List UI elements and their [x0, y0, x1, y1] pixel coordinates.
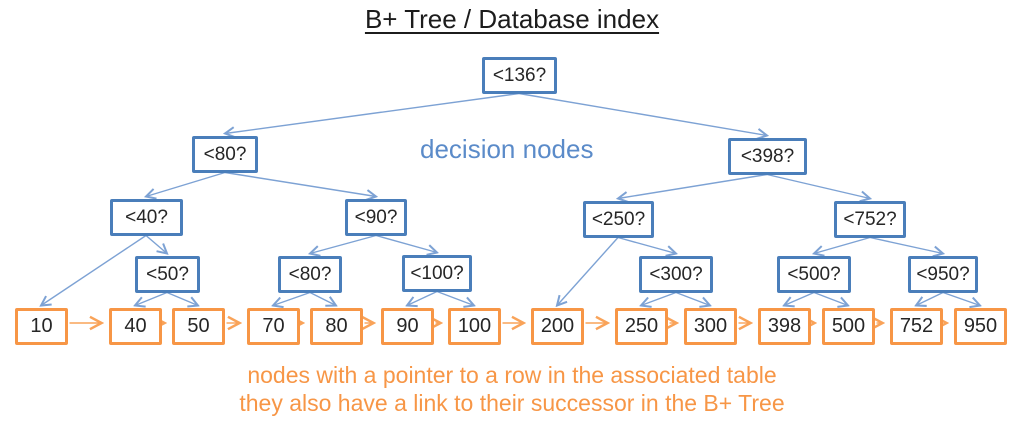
leaf-node-100: 100	[448, 308, 501, 345]
tree-edge-n300-l250	[641, 291, 677, 306]
leaf-node-10: 10	[15, 308, 68, 345]
decision-node-950: <950?	[908, 256, 978, 293]
leaf-node-752: 752	[890, 308, 943, 345]
tree-edge-n300-l300	[675, 291, 710, 306]
decision-node-100: <100?	[402, 255, 472, 292]
leaf-node-40: 40	[109, 308, 162, 345]
tree-edge-n752-n950	[869, 236, 943, 254]
leaf-node-950: 950	[954, 308, 1007, 345]
decision-node-80: <80?	[192, 136, 258, 173]
decision-node-90: <90?	[345, 199, 407, 236]
leaf-caption-line-1: nodes with a pointer to a row in the ass…	[247, 362, 777, 388]
tree-edge-n950-l752	[916, 291, 944, 306]
tree-edge-n50-l40	[135, 291, 168, 306]
tree-edge-n250-l200	[557, 237, 619, 306]
tree-edge-n398-n250	[618, 173, 768, 199]
decision-node-250: <250?	[583, 201, 654, 238]
decision-node-752: <752?	[834, 201, 906, 238]
leaf-node-50: 50	[172, 308, 225, 345]
tree-edge-n100-l100	[436, 290, 474, 306]
leaf-node-250: 250	[615, 308, 668, 345]
leaf-node-70: 70	[247, 308, 300, 345]
decision-node-50: <50?	[135, 256, 200, 293]
tree-edge-n950-l950	[942, 291, 980, 306]
tree-edge-n136-n80	[225, 92, 520, 134]
decision-node-136: <136?	[482, 57, 557, 94]
decision-node-300: <300?	[639, 256, 713, 293]
tree-edge-n80-n90	[224, 171, 376, 197]
tree-edge-n80b-l80	[309, 291, 336, 306]
tree-edge-n40-l10	[41, 234, 147, 306]
tree-edge-n50-l50	[166, 291, 198, 306]
tree-edge-n500-l398	[784, 291, 815, 306]
tree-edge-n80b-l70	[273, 291, 311, 306]
leaf-node-80: 80	[310, 308, 363, 345]
tree-edge-n398-n752	[766, 173, 870, 199]
tree-edge-n90-n80b	[310, 234, 377, 254]
tree-edge-n136-n398	[518, 92, 767, 136]
diagram-title: B+ Tree / Database index	[364, 4, 660, 34]
tree-edge-n500-l500	[813, 291, 848, 306]
decision-node-500: <500?	[777, 256, 851, 293]
decision-node-80b: <80?	[278, 256, 342, 293]
leaf-caption-line-2: they also have a link to their successor…	[239, 390, 785, 416]
leaf-node-200: 200	[531, 308, 584, 345]
decision-node-40: <40?	[110, 199, 183, 236]
decision-nodes-label: decision nodes	[420, 134, 594, 164]
leaf-node-300: 300	[684, 308, 737, 345]
leaf-node-500: 500	[822, 308, 875, 345]
tree-edge-n80-n40	[146, 171, 226, 197]
tree-edge-n40-n50	[145, 234, 167, 254]
tree-edge-n250-n300	[617, 236, 676, 254]
tree-edge-n752-n500	[814, 236, 871, 254]
leaf-node-398: 398	[758, 308, 811, 345]
leaf-node-90: 90	[381, 308, 434, 345]
tree-edge-n90-n100	[375, 234, 437, 253]
decision-node-398: <398?	[728, 138, 807, 175]
tree-edge-n100-l90	[407, 290, 438, 306]
